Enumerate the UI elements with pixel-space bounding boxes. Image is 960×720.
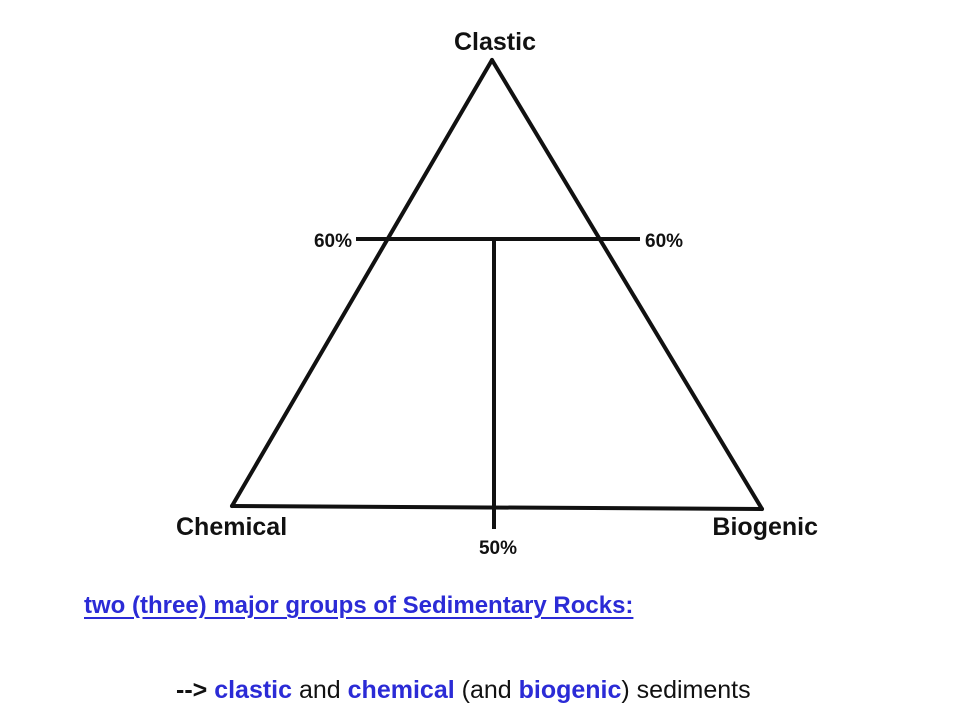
arrow-text: --> xyxy=(176,676,208,704)
connector-and: and xyxy=(292,676,348,704)
keyword-clastic: clastic xyxy=(214,676,293,704)
section-heading[interactable]: two (three) major groups of Sedimentary … xyxy=(84,592,634,619)
connector-open-paren: (and xyxy=(454,676,519,704)
triangle-right-edge xyxy=(490,58,764,511)
keyword-chemical: chemical xyxy=(347,676,455,704)
keyword-biogenic: biogenic xyxy=(518,676,622,704)
triangle-base-edge xyxy=(230,504,764,511)
connector-close-paren: ) sediments xyxy=(621,676,751,704)
bottom-fifty-percent-label: 50% xyxy=(479,538,517,559)
left-sixty-percent-label: 60% xyxy=(314,231,352,252)
right-label-biogenic: Biogenic xyxy=(712,513,818,541)
right-sixty-percent-label: 60% xyxy=(645,231,683,252)
left-label-chemical: Chemical xyxy=(176,513,287,541)
triangle-left-edge xyxy=(230,58,494,508)
apex-label-clastic: Clastic xyxy=(454,28,536,56)
summary-line: --> clastic and chemical (and biogenic) … xyxy=(176,676,751,705)
